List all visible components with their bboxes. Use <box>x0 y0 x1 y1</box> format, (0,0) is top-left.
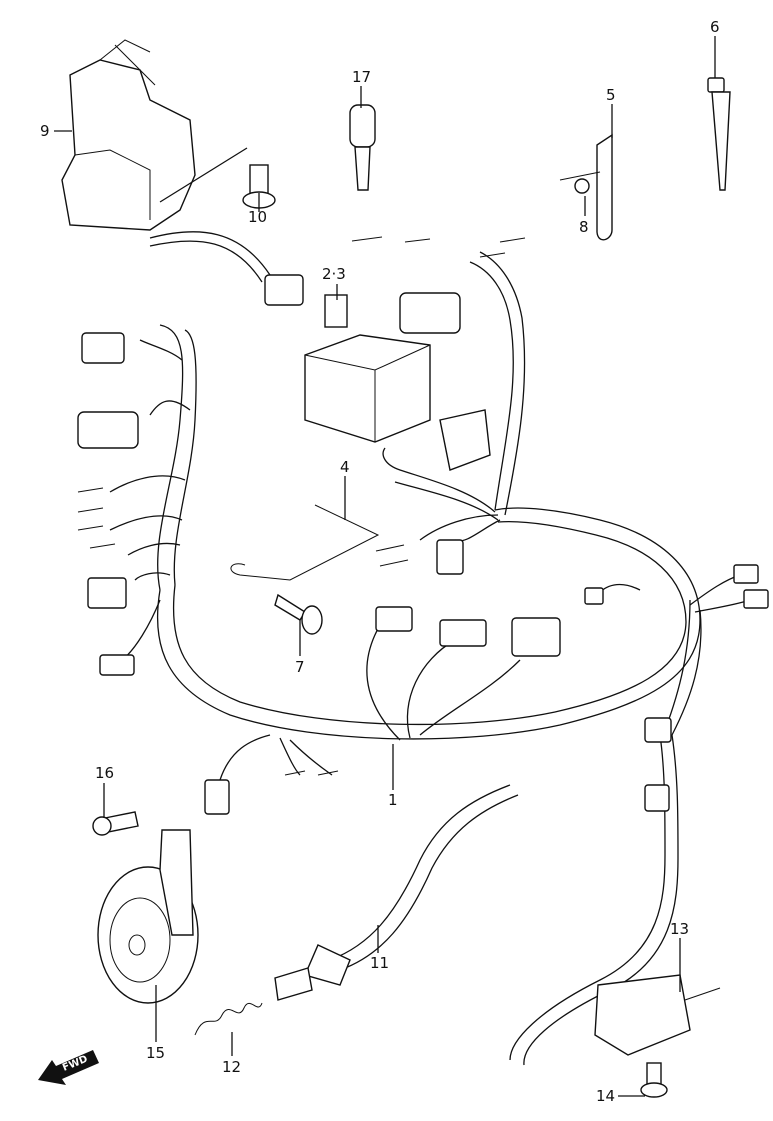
callout-16: 16 <box>95 764 114 782</box>
connector-f <box>733 564 759 584</box>
connector-g <box>743 589 769 609</box>
connector-c <box>511 617 561 657</box>
callout-13: 13 <box>670 920 689 938</box>
callout-2-3: 2·3 <box>322 265 346 283</box>
callout-11: 11 <box>370 954 389 972</box>
connector-b <box>439 619 487 647</box>
bracket-5 <box>596 133 613 241</box>
fuse <box>324 294 348 328</box>
connector-round <box>77 411 139 449</box>
connector-d <box>204 779 230 815</box>
screw-8 <box>559 171 601 194</box>
ignition-switch <box>61 39 304 306</box>
key <box>349 104 376 191</box>
callout-6: 6 <box>710 18 720 36</box>
clip-wire <box>230 504 380 581</box>
callout-8: 8 <box>579 218 589 236</box>
callout-7: 7 <box>295 658 305 676</box>
callout-1: 1 <box>388 791 398 809</box>
callout-12: 12 <box>222 1058 241 1076</box>
connector-6pin <box>81 332 125 364</box>
callout-15: 15 <box>146 1044 165 1062</box>
callout-labels: 9 10 17 5 6 8 2·3 4 7 1 16 11 13 12 15 1… <box>40 18 720 1105</box>
screw-7 <box>274 593 323 635</box>
connector-e <box>436 539 464 575</box>
cable-tie <box>707 77 731 191</box>
callout-5: 5 <box>606 86 616 104</box>
stop-lamp-switch <box>274 784 519 1001</box>
bolt-14 <box>640 1062 668 1098</box>
connector-upper <box>399 292 461 334</box>
connector-small <box>99 654 135 676</box>
bolt-16 <box>92 811 139 836</box>
connector-a <box>375 606 413 632</box>
connector-h <box>584 587 604 605</box>
connector-4pin <box>87 577 127 609</box>
callout-10: 10 <box>248 208 267 226</box>
harness-connectors <box>77 236 769 815</box>
callout-14: 14 <box>596 1087 615 1105</box>
fuse-box-connector <box>439 409 491 471</box>
spring <box>194 1002 263 1036</box>
callout-17: 17 <box>352 68 371 86</box>
side-stand-switch <box>509 717 721 1066</box>
fuse-box <box>304 294 491 471</box>
callout-4: 4 <box>340 458 350 476</box>
horn-bracket <box>159 829 194 936</box>
horn <box>97 829 199 1004</box>
callout-9: 9 <box>40 122 50 140</box>
main-wiring-harness <box>109 251 751 781</box>
forward-direction-arrow: FWD <box>38 1050 99 1085</box>
ignition-connector <box>264 274 304 306</box>
leader-lines <box>54 36 716 1097</box>
